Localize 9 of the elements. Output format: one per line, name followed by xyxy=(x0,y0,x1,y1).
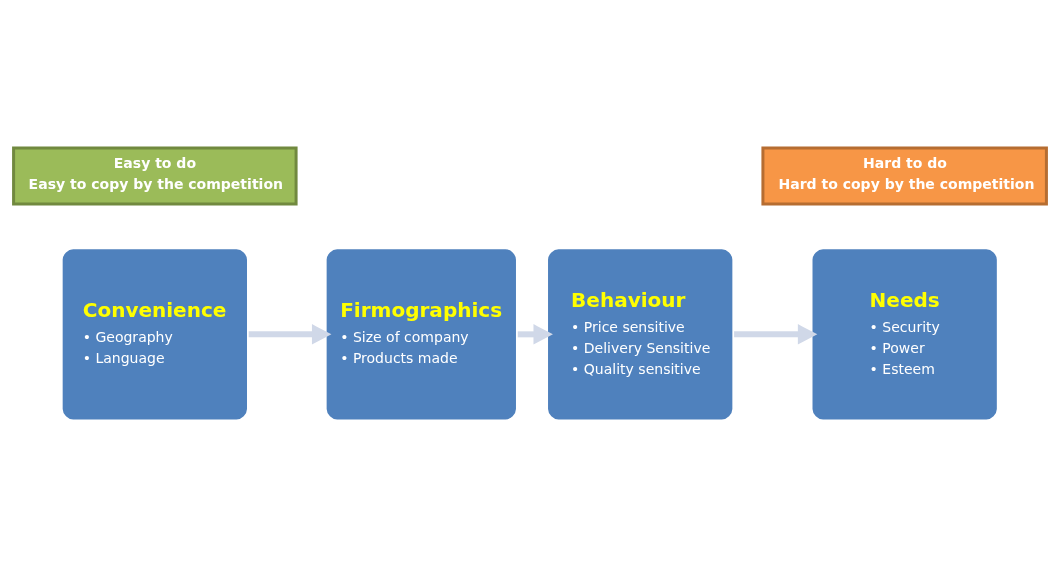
arrow xyxy=(517,324,553,345)
node-box: Convenience • Geography • Language xyxy=(59,246,250,423)
arrow xyxy=(734,324,818,345)
node-box: Firmographics • Size of company • Products made xyxy=(323,246,519,423)
node-box: Hard to do Hard to copy by the competition xyxy=(761,146,1048,206)
arrow xyxy=(248,324,332,345)
node-box: Easy to do Easy to copy by the competition xyxy=(12,146,298,206)
node-box: Behaviour • Price sensitive • Delivery Sensitive • Quality sensitive xyxy=(545,246,736,423)
node-box: Needs • Security • Power • Esteem xyxy=(809,246,1000,423)
